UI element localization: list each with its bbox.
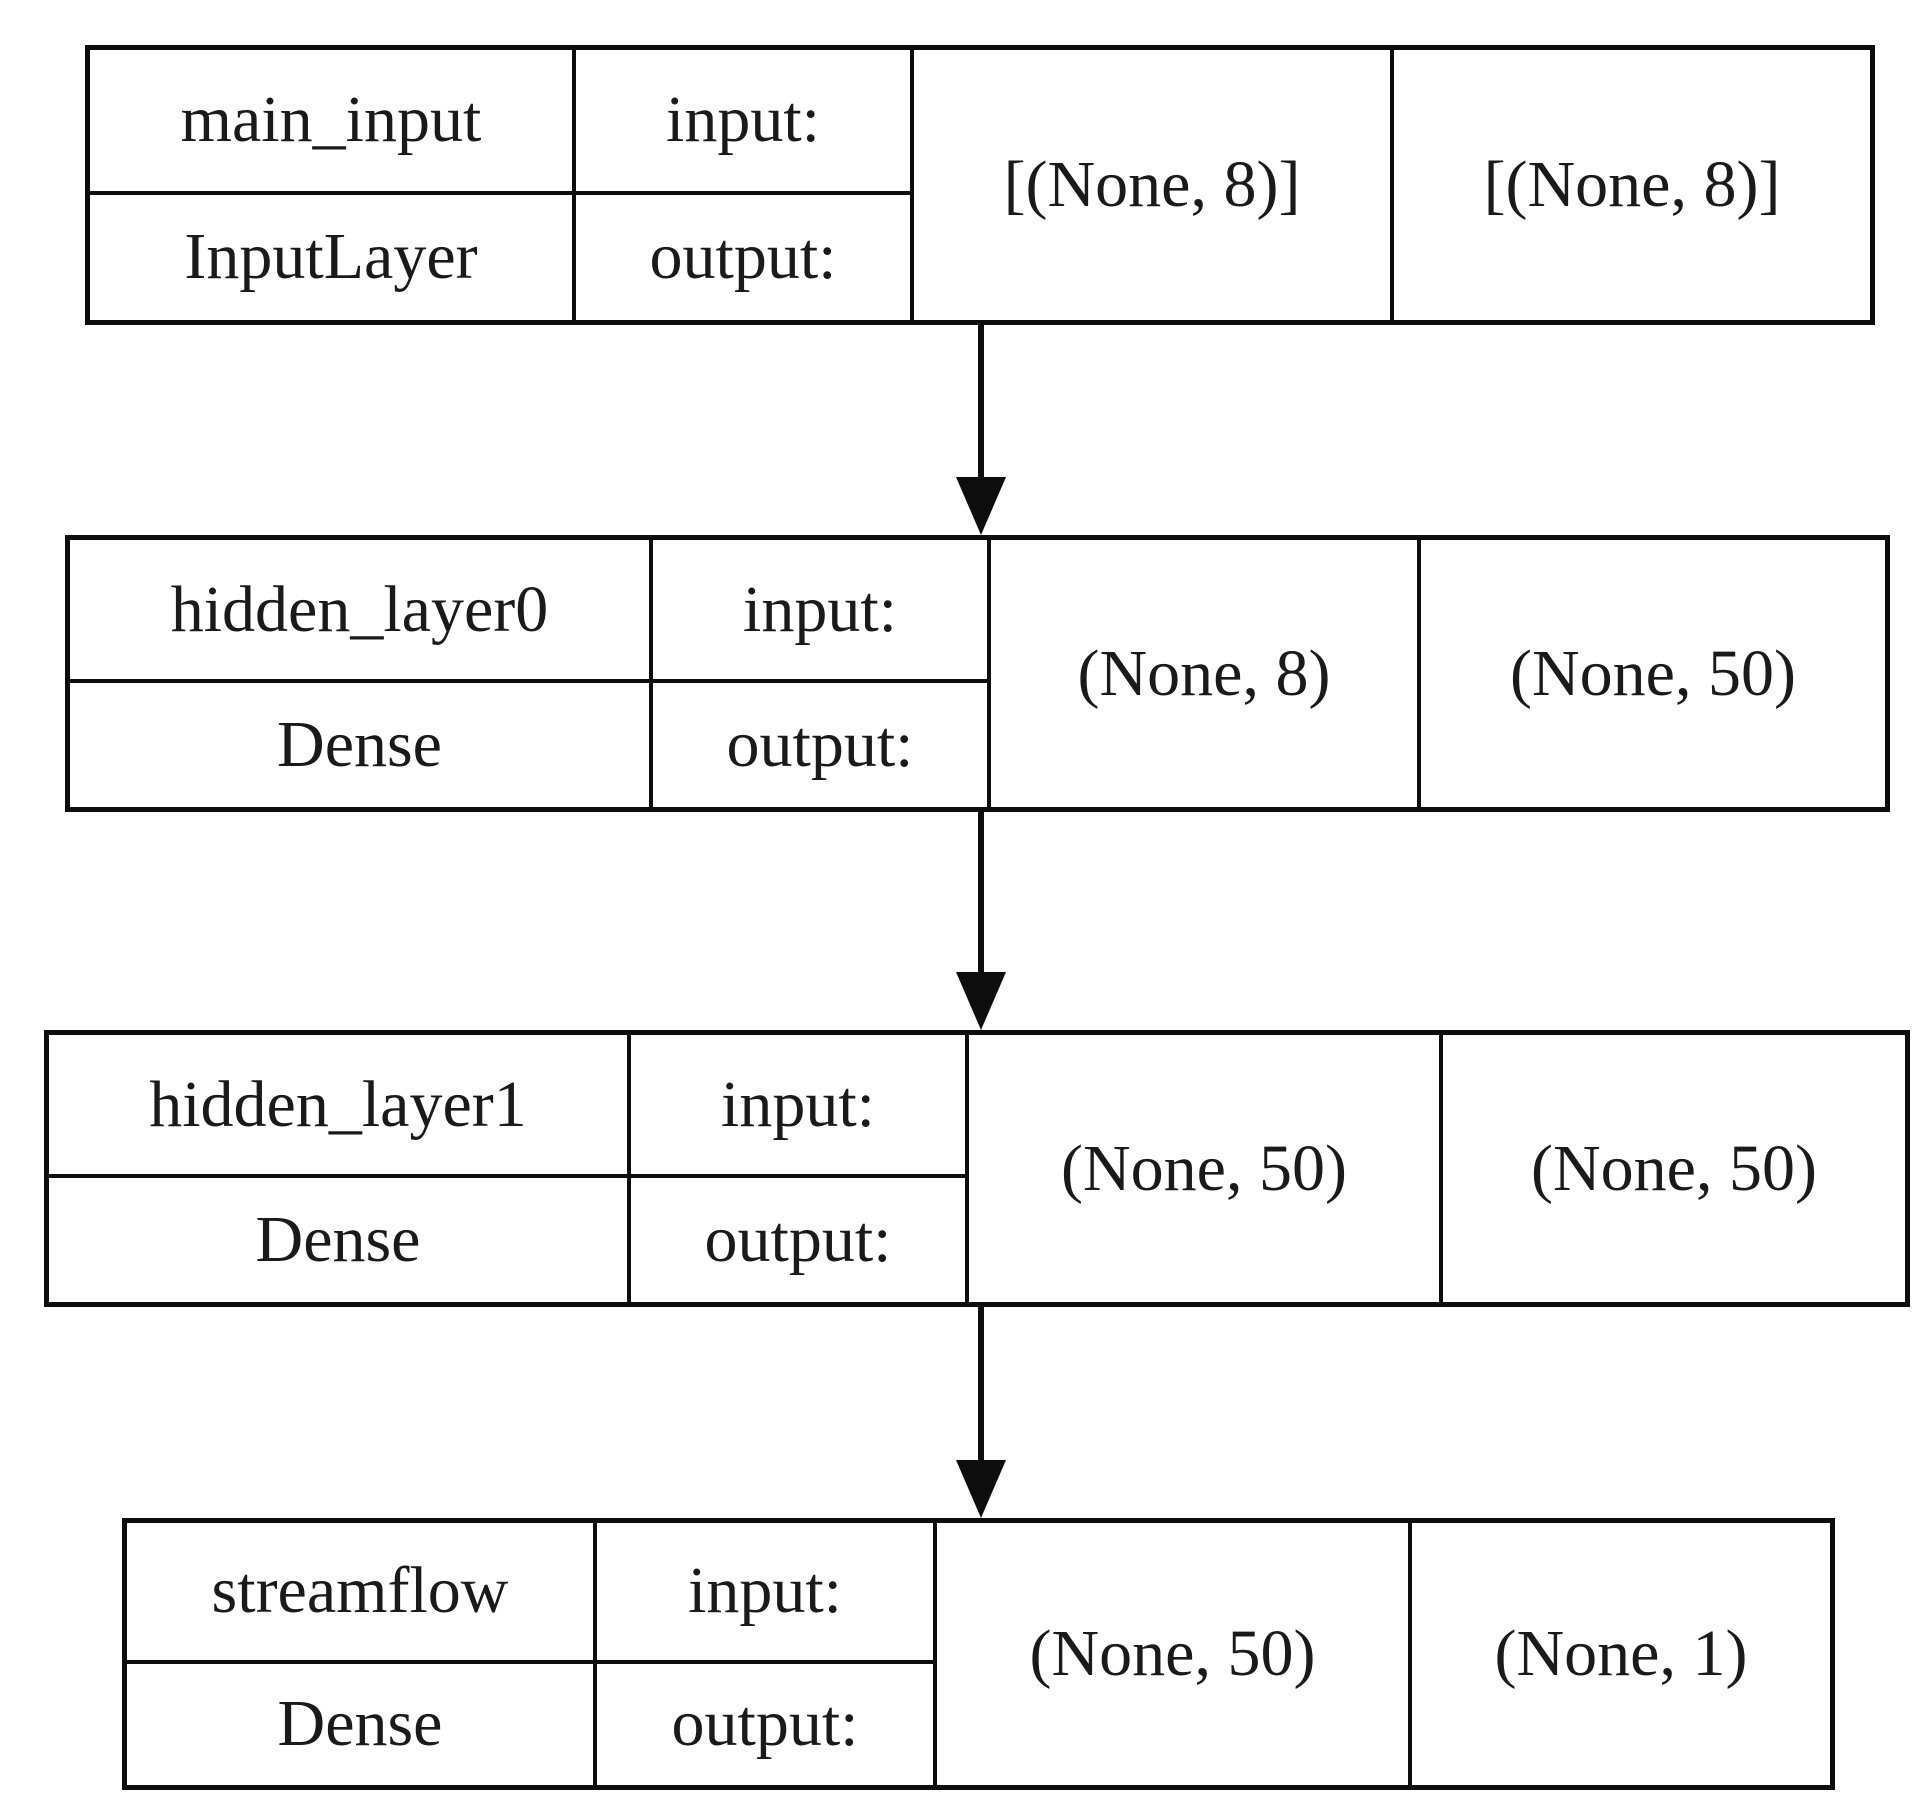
output-shape: (None, 50) [1510, 636, 1796, 710]
io-label-cell: input: output: [597, 1523, 937, 1785]
output-shape: (None, 1) [1494, 1617, 1748, 1690]
flow-arrow [953, 812, 1009, 1030]
arrow-head-icon [956, 972, 1006, 1030]
output-label: output: [704, 1203, 892, 1277]
layer-name: main_input [180, 83, 482, 157]
output-shape-cell: (None, 50) [1421, 540, 1885, 807]
input-shape: [(None, 8)] [1003, 148, 1301, 221]
input-shape-cell: (None, 8) [991, 540, 1421, 807]
output-shape-cell: [(None, 8)] [1394, 50, 1870, 320]
layer-name: streamflow [211, 1554, 509, 1628]
output-label: output: [671, 1687, 859, 1761]
input-label: input: [720, 1067, 875, 1141]
io-label-cell: input: output: [576, 50, 914, 320]
input-label: input: [665, 83, 820, 157]
input-label: input: [742, 572, 897, 646]
flow-arrow [953, 325, 1009, 535]
layer-node-main-input: main_input InputLayer input: output: [(N… [85, 45, 1875, 325]
layer-name: hidden_layer0 [170, 572, 549, 646]
input-shape-cell: (None, 50) [969, 1035, 1443, 1302]
layer-type: Dense [277, 708, 442, 782]
input-shape: (None, 8) [1077, 636, 1331, 710]
output-shape: (None, 50) [1531, 1131, 1817, 1205]
arrow-head-icon [956, 477, 1006, 535]
input-shape: (None, 50) [1029, 1617, 1316, 1690]
output-label: output: [726, 708, 914, 782]
layer-identity-cell: main_input InputLayer [90, 50, 576, 320]
input-shape-cell: [(None, 8)] [914, 50, 1394, 320]
flow-arrow [953, 1307, 1009, 1518]
layer-node-hidden-layer1: hidden_layer1 Dense input: output: (None… [44, 1030, 1910, 1307]
arrow-shaft [978, 1307, 984, 1464]
arrow-shaft [978, 812, 984, 976]
layer-type: Dense [255, 1203, 421, 1277]
layer-identity-cell: hidden_layer0 Dense [70, 540, 653, 807]
input-shape-cell: (None, 50) [937, 1523, 1412, 1785]
layer-type: InputLayer [184, 220, 478, 294]
output-shape-cell: (None, 50) [1443, 1035, 1905, 1302]
arrow-head-icon [956, 1460, 1006, 1518]
layer-type: Dense [277, 1687, 443, 1761]
input-label: input: [687, 1554, 842, 1628]
io-label-cell: input: output: [631, 1035, 969, 1302]
layer-name: hidden_layer1 [149, 1067, 527, 1141]
layer-node-streamflow: streamflow Dense input: output: (None, 5… [122, 1518, 1835, 1790]
output-label: output: [649, 220, 837, 294]
output-shape: [(None, 8)] [1483, 148, 1781, 221]
io-label-cell: input: output: [653, 540, 991, 807]
layer-node-hidden-layer0: hidden_layer0 Dense input: output: (None… [65, 535, 1890, 812]
layer-identity-cell: streamflow Dense [127, 1523, 597, 1785]
output-shape-cell: (None, 1) [1412, 1523, 1830, 1785]
input-shape: (None, 50) [1061, 1131, 1347, 1205]
arrow-shaft [978, 325, 984, 481]
layer-identity-cell: hidden_layer1 Dense [49, 1035, 631, 1302]
